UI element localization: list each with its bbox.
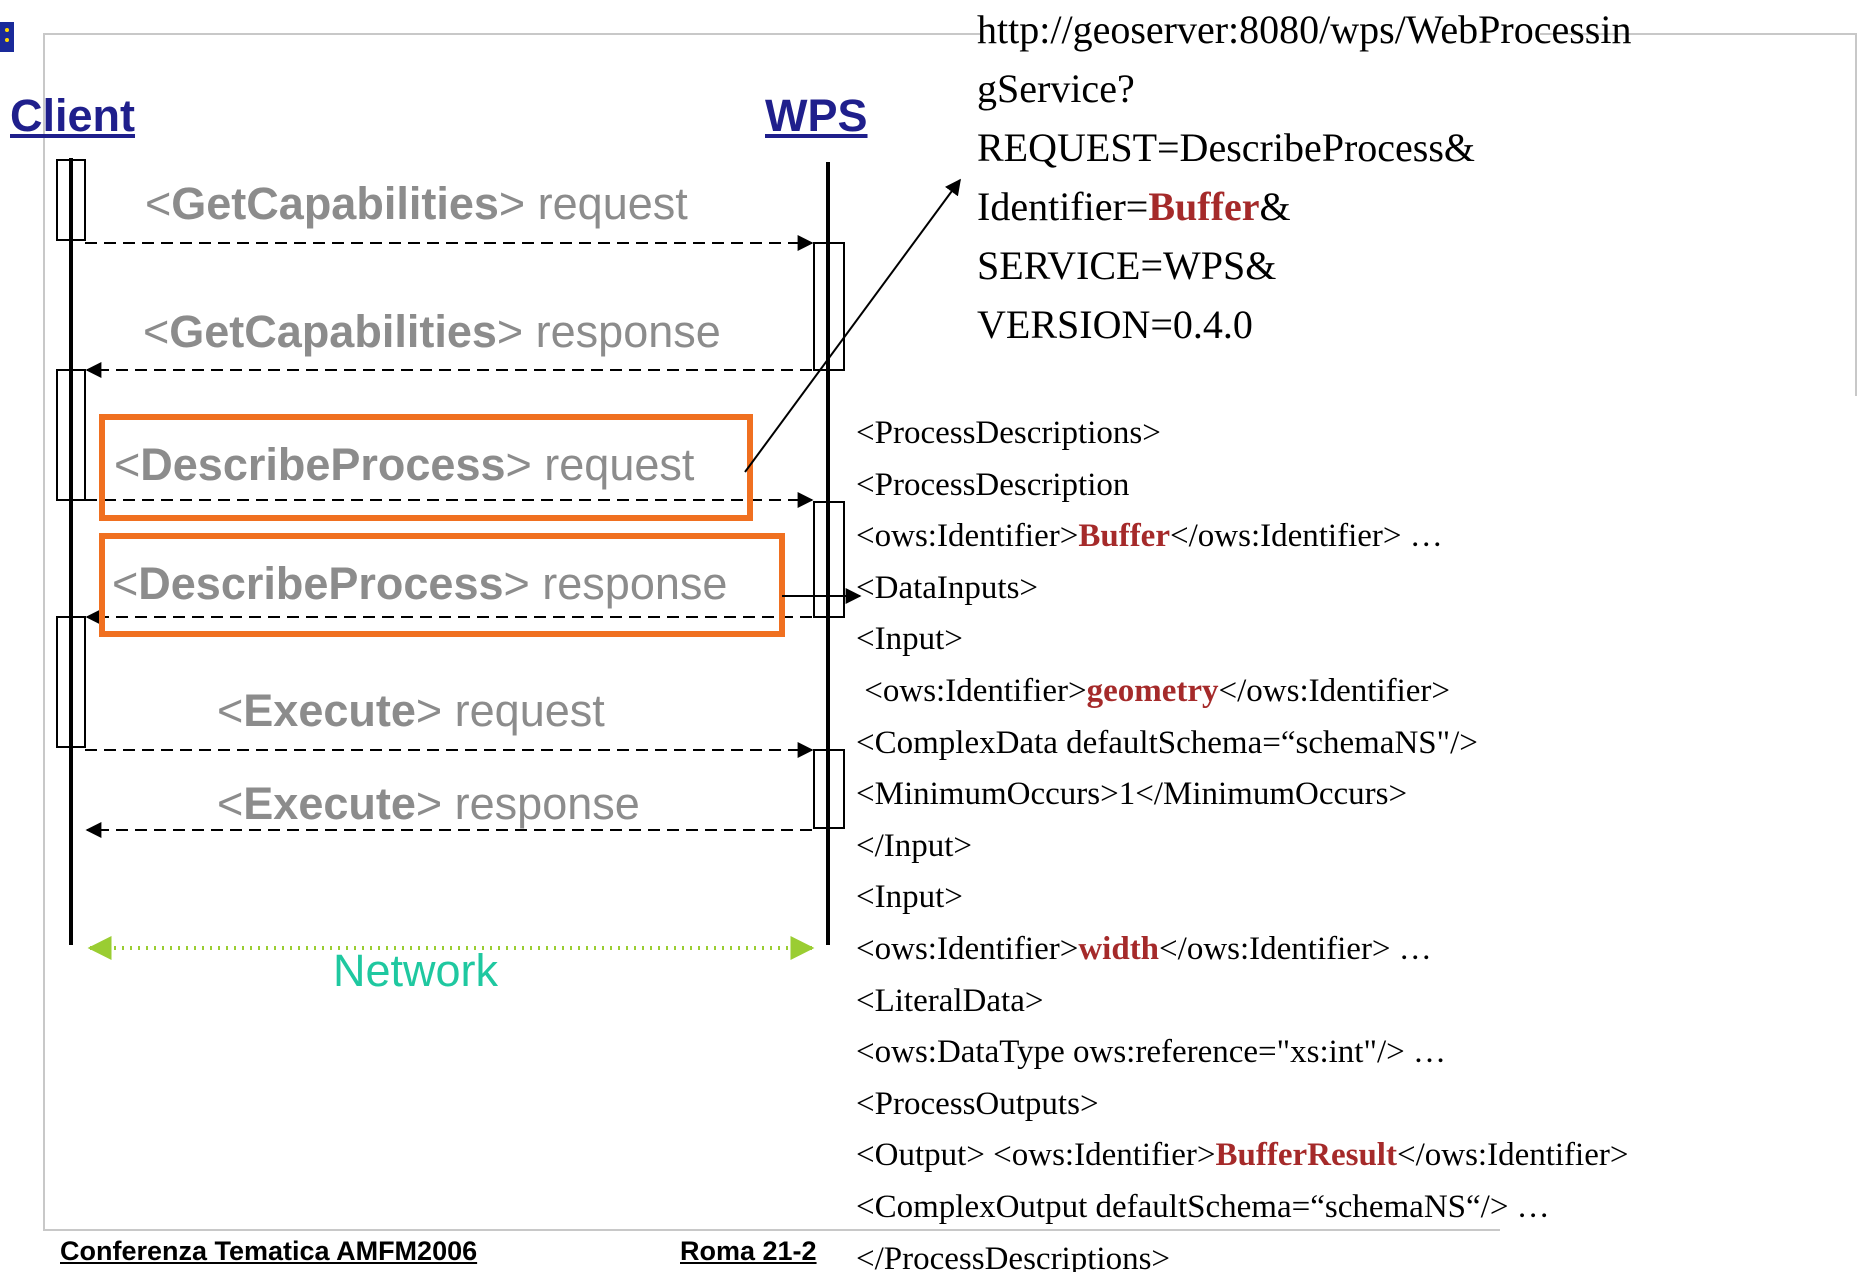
identifier-highlight: width (1078, 930, 1160, 967)
url-line: Identifier=Buffer& (977, 184, 1291, 229)
eu-flag-icon (0, 22, 14, 52)
xml-line: <ProcessOutputs> (856, 1085, 1099, 1122)
xml-response-block: <ProcessDescriptions> <ProcessDescription… (856, 408, 1628, 1272)
url-line: REQUEST=DescribeProcess& (977, 125, 1476, 170)
message-label: <DescribeProcess> response (112, 558, 728, 609)
xml-line: <ows:Identifier>geometry</ows:Identifier… (856, 672, 1451, 709)
xml-line: <ows:DataType ows:reference="xs:int"/> … (856, 1034, 1446, 1071)
connector-to-url (744, 178, 961, 473)
xml-line: </Input> (856, 827, 973, 864)
xml-line: <ows:Identifier>width</ows:Identifier> … (856, 930, 1432, 967)
xml-line: <MinimumOccurs>1</MinimumOccurs> (856, 776, 1408, 813)
xml-line: <DataInputs> (856, 569, 1039, 606)
footer-conference: Conferenza Tematica AMFM2006 (60, 1236, 478, 1266)
url-line: gService? (977, 66, 1135, 111)
xml-line: <Input> (856, 621, 963, 658)
xml-line: <ProcessDescriptions> (856, 415, 1161, 451)
callout-describe-response (99, 533, 785, 637)
xml-line: </ProcessDescriptions> (856, 1240, 1171, 1272)
identifier-highlight: Buffer (1148, 184, 1260, 229)
url-line: http://geoserver:8080/wps/WebProcessin (977, 7, 1632, 52)
message-label: <Execute> request (217, 685, 605, 736)
xml-line: <ows:Identifier>Buffer</ows:Identifier> … (856, 518, 1443, 555)
identifier-highlight: geometry (1086, 672, 1219, 709)
url-line: VERSION=0.4.0 (977, 302, 1253, 347)
network-label: Network (333, 945, 499, 996)
identifier-highlight: Buffer (1078, 518, 1170, 555)
xml-line: <ComplexOutput defaultSchema=“schemaNS“/… (856, 1188, 1550, 1225)
message-label: <DescribeProcess> request (114, 439, 695, 490)
footer-date: Roma 21-2 (680, 1236, 817, 1266)
message-label: <GetCapabilities> response (143, 306, 721, 357)
actor-wps: WPS (765, 90, 868, 141)
xml-line: <Output> <ows:Identifier>BufferResult</o… (856, 1137, 1629, 1174)
message-label: <GetCapabilities> request (145, 178, 688, 229)
actor-client: Client (10, 90, 136, 141)
request-url-block: http://geoserver:8080/wps/WebProcessin g… (977, 0, 1631, 354)
xml-line: <ComplexData defaultSchema=“schemaNS"/> (856, 724, 1478, 761)
xml-line: <ProcessDescription (856, 466, 1130, 503)
xml-line: <Input> (856, 879, 963, 916)
callout-describe-request (99, 414, 753, 521)
identifier-highlight: BufferResult (1215, 1137, 1397, 1174)
url-line: SERVICE=WPS& (977, 243, 1277, 288)
xml-line: <LiteralData> (856, 982, 1044, 1019)
message-label: <Execute> response (217, 778, 640, 829)
